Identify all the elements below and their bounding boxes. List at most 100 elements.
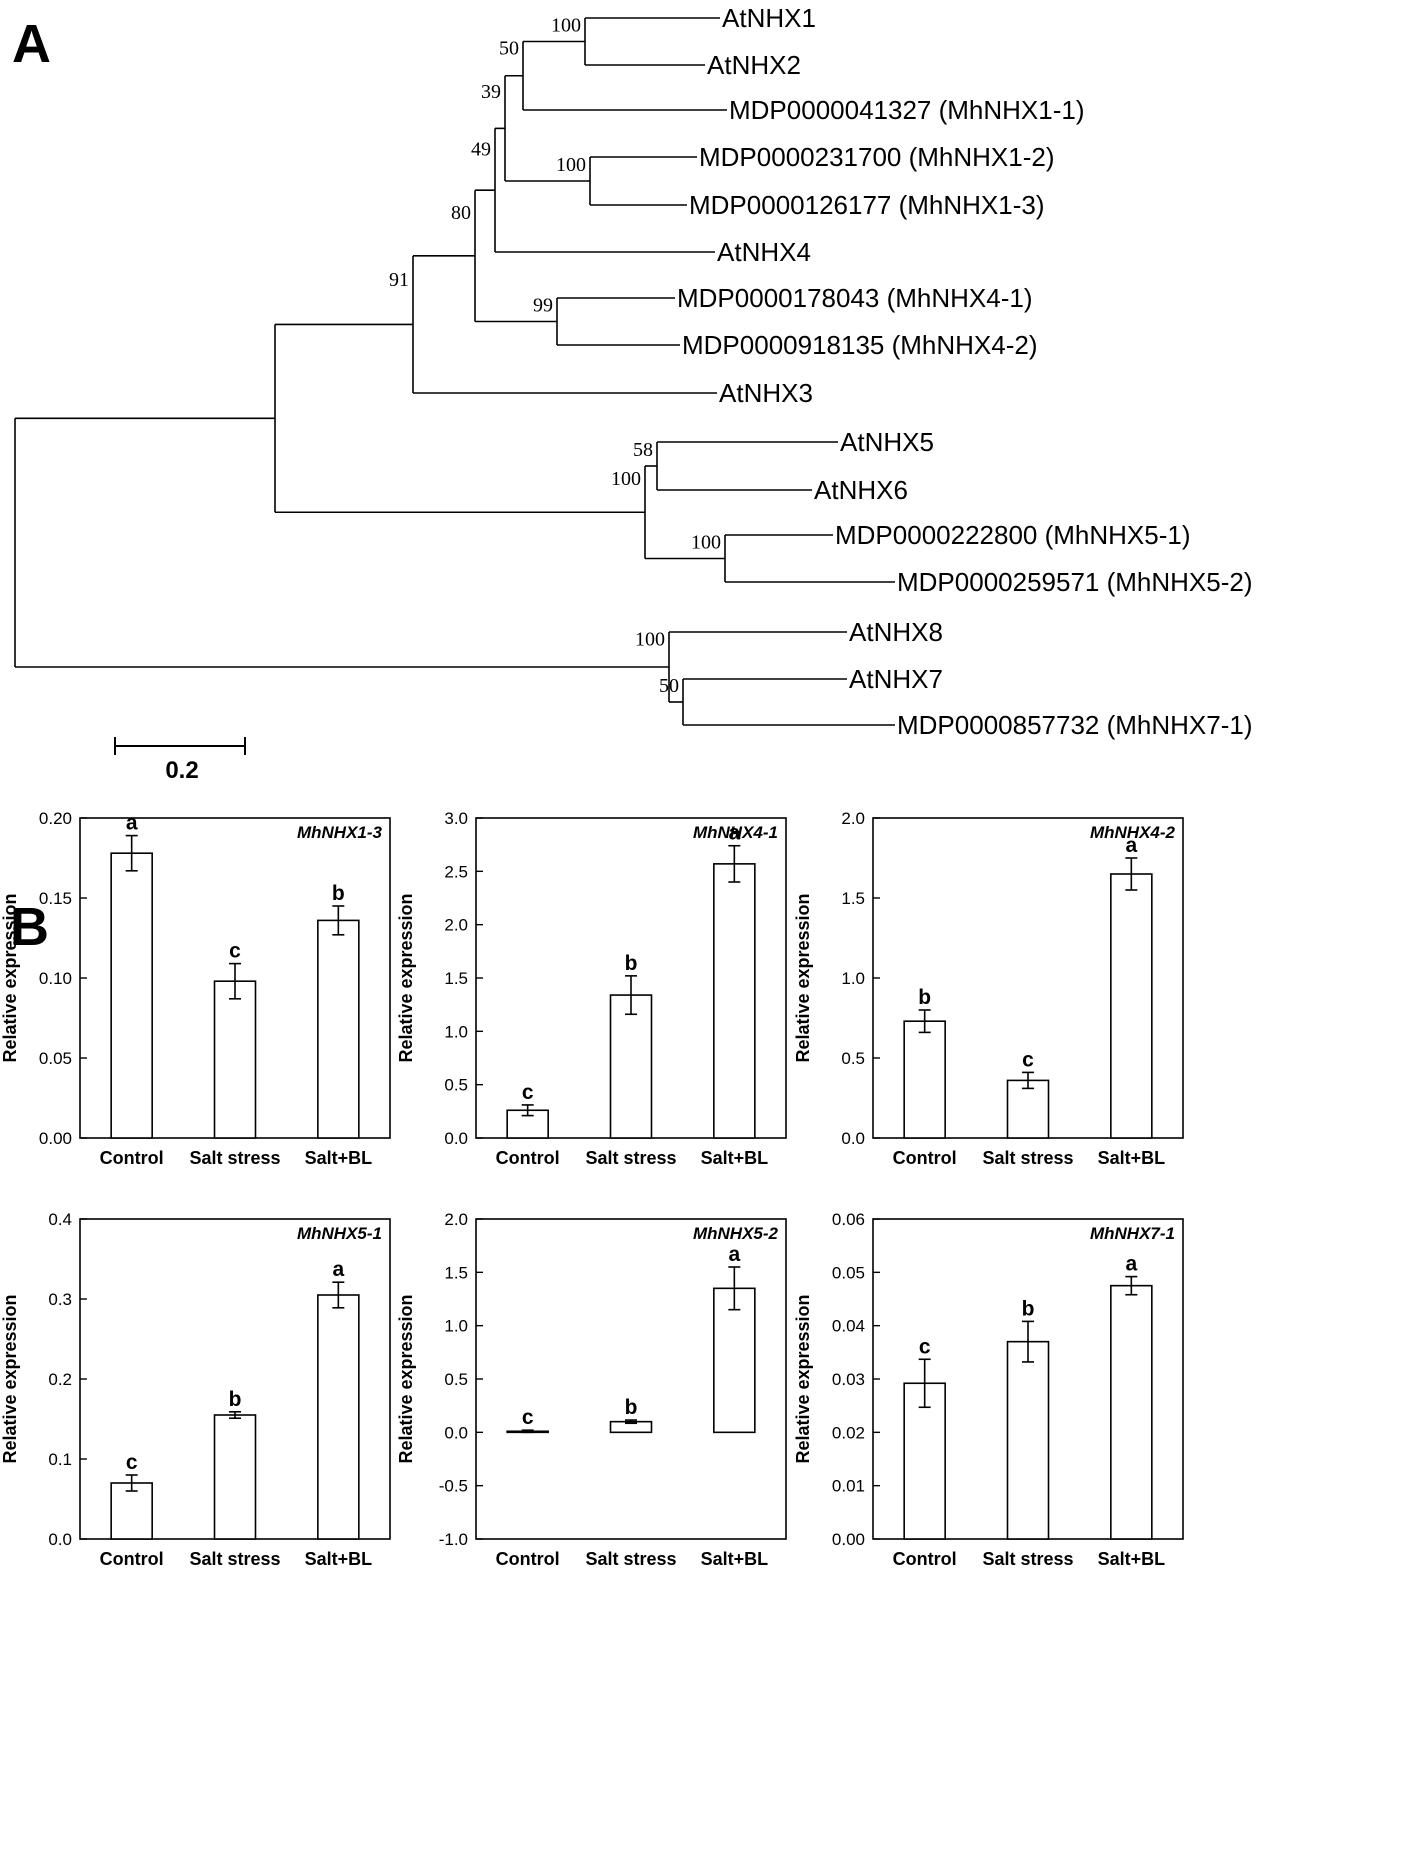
bootstrap-value: 91 [389, 269, 409, 291]
bootstrap-value: 100 [635, 629, 665, 651]
y-tick-label: 2.0 [841, 809, 865, 828]
bootstrap-value: 39 [481, 81, 501, 103]
bootstrap-value: 100 [611, 468, 641, 490]
x-tick-label: Control [100, 1148, 164, 1168]
tree-leaf-label: MDP0000259571 (MhNHX5-2) [897, 567, 1253, 597]
tree-leaf-label: AtNHX1 [722, 3, 816, 33]
tree-leaf-label: AtNHX2 [707, 50, 801, 80]
x-tick-label: Control [893, 1549, 957, 1569]
significance-letter: a [728, 822, 740, 845]
y-tick-label: 0.05 [39, 1049, 72, 1068]
significance-letter: c [1022, 1048, 1034, 1071]
y-tick-label: 0.0 [444, 1423, 468, 1442]
y-axis-label: Relative expression [396, 1294, 416, 1463]
x-tick-label: Salt+BL [305, 1148, 373, 1168]
bootstrap-value: 50 [659, 675, 679, 697]
tree-leaf-label: MDP0000222800 (MhNHX5-1) [835, 520, 1191, 550]
bar [213, 980, 257, 1139]
y-tick-label: 0.5 [841, 1049, 865, 1068]
tree-leaf-label: AtNHX5 [840, 427, 934, 457]
y-tick-label: 0.0 [48, 1530, 72, 1549]
x-tick-label: Salt+BL [1098, 1148, 1166, 1168]
y-tick-label: 2.0 [444, 916, 468, 935]
significance-letter: a [126, 812, 138, 835]
x-tick-label: Control [100, 1549, 164, 1569]
y-axis-label: Relative expression [396, 893, 416, 1062]
y-tick-label: 0.4 [48, 1210, 72, 1229]
bootstrap-value: 50 [499, 38, 519, 60]
chart-title: MhNHX5-2 [693, 1224, 779, 1243]
tree-leaf-label: MDP0000126177 (MhNHX1-3) [689, 190, 1045, 220]
y-tick-label: 0.15 [39, 889, 72, 908]
y-tick-label: 0.1 [48, 1450, 72, 1469]
significance-letter: b [625, 952, 638, 975]
y-tick-label: 1.0 [444, 1022, 468, 1041]
bar [110, 852, 153, 1139]
panel-label-a: A [12, 14, 51, 74]
y-tick-label: 0.0 [444, 1129, 468, 1148]
y-tick-label: 1.5 [444, 1263, 468, 1282]
significance-letter: c [522, 1081, 534, 1104]
tree-leaf-label: MDP0000178043 (MhNHX4-1) [677, 283, 1033, 313]
x-tick-label: Control [893, 1148, 957, 1168]
x-tick-label: Salt+BL [701, 1549, 769, 1569]
x-tick-label: Control [496, 1148, 560, 1168]
bootstrap-value: 99 [533, 295, 553, 317]
significance-letter: b [918, 986, 931, 1009]
y-tick-label: 1.0 [841, 969, 865, 988]
significance-letter: b [625, 1396, 638, 1419]
y-tick-label: 0.04 [832, 1317, 865, 1336]
significance-letter: a [1125, 1253, 1137, 1276]
bar [213, 1414, 257, 1540]
chart-title: MhNHX4-2 [1090, 823, 1176, 842]
tree-leaf-label: AtNHX3 [719, 378, 813, 408]
bar [713, 1287, 756, 1434]
bootstrap-value: 80 [451, 202, 471, 224]
bootstrap-value: 100 [691, 532, 721, 554]
significance-letter: a [1125, 834, 1137, 857]
y-tick-label: 0.06 [832, 1210, 865, 1229]
x-tick-label: Salt stress [585, 1549, 676, 1569]
tree-leaf-label: MDP0000231700 (MhNHX1-2) [699, 142, 1055, 172]
y-tick-label: 1.5 [841, 889, 865, 908]
y-tick-label: 0.5 [444, 1370, 468, 1389]
significance-letter: b [1022, 1297, 1035, 1320]
significance-letter: a [332, 1258, 344, 1281]
y-tick-label: -0.5 [439, 1477, 468, 1496]
y-tick-label: 0.20 [39, 809, 72, 828]
bar [609, 994, 653, 1139]
y-axis-label: Relative expression [793, 893, 813, 1062]
x-tick-label: Salt+BL [305, 1549, 373, 1569]
significance-letter: c [522, 1406, 534, 1429]
bar [1110, 1284, 1153, 1540]
x-tick-label: Salt stress [585, 1148, 676, 1168]
y-tick-label: 0.10 [39, 969, 72, 988]
bootstrap-value: 49 [471, 138, 491, 160]
x-tick-label: Salt stress [189, 1549, 280, 1569]
bar [713, 863, 756, 1139]
y-tick-label: 2.5 [444, 862, 468, 881]
tree-leaf-label: AtNHX4 [717, 237, 811, 267]
chart-title: MhNHX1-3 [297, 823, 383, 842]
y-tick-label: 0.05 [832, 1263, 865, 1282]
x-tick-label: Salt stress [982, 1148, 1073, 1168]
y-tick-label: 0.03 [832, 1370, 865, 1389]
bar [506, 1109, 549, 1139]
tree-leaf-label: AtNHX6 [814, 475, 908, 505]
y-tick-label: 2.0 [444, 1210, 468, 1229]
x-tick-label: Salt+BL [1098, 1549, 1166, 1569]
x-tick-label: Salt stress [189, 1148, 280, 1168]
y-tick-label: 1.5 [444, 969, 468, 988]
significance-letter: c [919, 1335, 931, 1358]
tree-leaf-label: MDP0000041327 (MhNHX1-1) [729, 95, 1085, 125]
chart-title: MhNHX4-1 [693, 823, 778, 842]
bar [903, 1382, 946, 1540]
x-tick-label: Salt stress [982, 1549, 1073, 1569]
x-tick-label: Salt+BL [701, 1148, 769, 1168]
y-tick-label: 1.0 [444, 1317, 468, 1336]
